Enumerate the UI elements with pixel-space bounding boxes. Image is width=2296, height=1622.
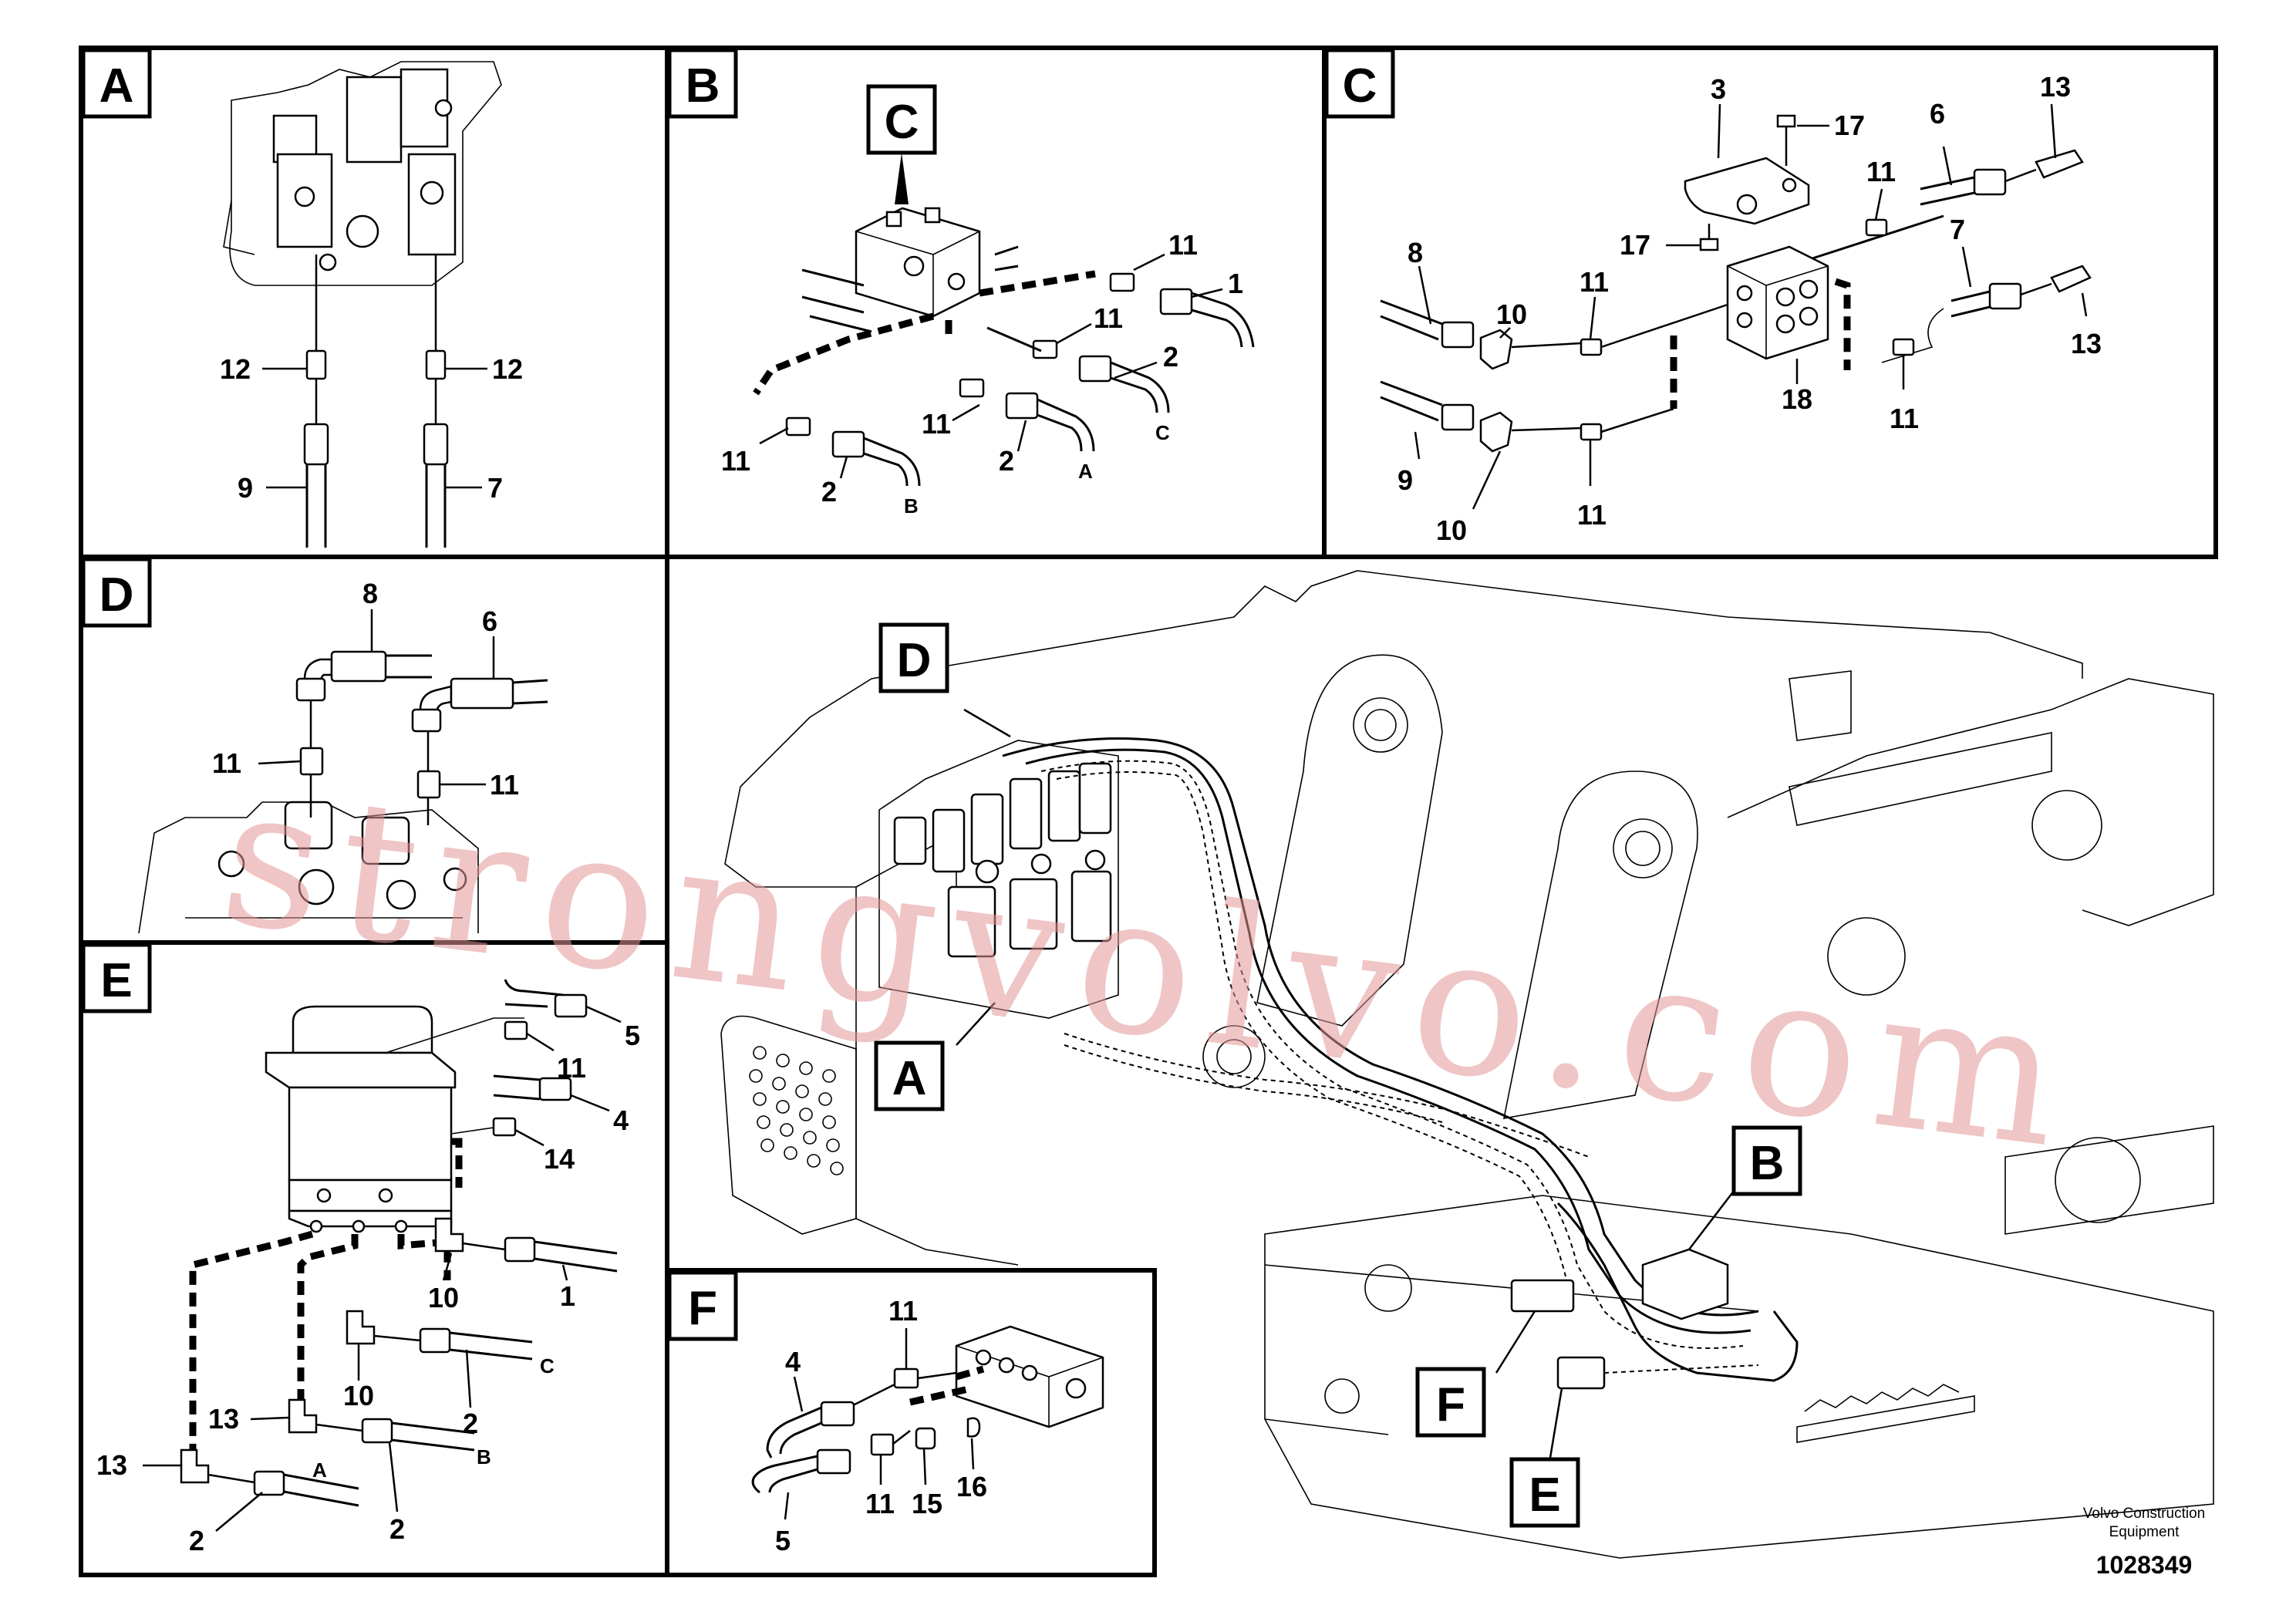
callout-e-11: 11 [557, 1052, 586, 1084]
callout-e-13-lower: 13 [96, 1449, 127, 1481]
svg-text:E: E [1529, 1469, 1560, 1522]
callout-f-15: 15 [912, 1488, 942, 1519]
svg-text:A: A [892, 1052, 927, 1105]
callout-c-18: 18 [1782, 383, 1812, 415]
panel-tag-d: D [81, 557, 152, 628]
callout-e-10-upper: 10 [428, 1282, 459, 1313]
callout-b-11-b: 11 [1094, 302, 1123, 334]
panel-a-drawing [223, 61, 502, 548]
svg-text:C: C [1343, 59, 1377, 113]
callout-d-11-right: 11 [490, 769, 519, 801]
callout-b-2-c: 2 [821, 476, 837, 508]
panel-b-frame [665, 46, 1327, 559]
callout-c-17-left: 17 [1620, 229, 1650, 261]
callout-c-13-top: 13 [2040, 71, 2071, 103]
brand-line-2: Equipment [2109, 1524, 2180, 1540]
callout-c-8: 8 [1408, 237, 1423, 268]
svg-text:F: F [688, 1282, 717, 1335]
panel-f-drawing [751, 1325, 1104, 1520]
hose-end-label-e-b: B [477, 1445, 491, 1469]
callout-e-4: 4 [613, 1104, 629, 1136]
svg-text:A: A [99, 59, 134, 113]
overview-tag-f: F [1415, 1367, 1486, 1438]
callout-a-9: 9 [238, 472, 253, 504]
panel-tag-e: E [81, 943, 152, 1013]
callout-e-13-upper: 13 [208, 1403, 239, 1435]
hose-end-label-e-a: A [312, 1458, 327, 1482]
callout-b-11-a: 11 [1168, 229, 1198, 261]
overview-tag-b: B [1731, 1125, 1802, 1196]
panel-tag-b: B [667, 48, 738, 119]
panel-c-frame [1322, 46, 2218, 559]
callout-f-5: 5 [775, 1525, 791, 1556]
callout-b-11-d: 11 [721, 445, 750, 477]
callout-e-10-lower: 10 [343, 1380, 374, 1411]
callout-c-11-upper-left: 11 [1580, 266, 1609, 298]
callout-e-1: 1 [560, 1280, 575, 1312]
callout-f-16: 16 [956, 1471, 987, 1502]
callout-c-3: 3 [1711, 73, 1726, 105]
callout-c-11-lower: 11 [1577, 499, 1607, 531]
part-number: 1028349 [2096, 1551, 2193, 1579]
callout-c-13-right: 13 [2071, 328, 2102, 359]
svg-text:E: E [100, 954, 132, 1007]
callout-c-10-lower: 10 [1436, 514, 1467, 546]
panel-e-drawing [143, 979, 622, 1532]
svg-text:D: D [897, 634, 932, 687]
callout-d-8: 8 [362, 578, 378, 609]
svg-text:B: B [1750, 1137, 1785, 1190]
panel-b-callout-tag-c: C [866, 84, 937, 204]
callout-d-6: 6 [482, 605, 497, 637]
overview-tag-a: A [874, 1040, 945, 1111]
callout-c-6: 6 [1930, 98, 1945, 130]
callout-c-11-right: 11 [1890, 403, 1919, 434]
callout-e-5: 5 [625, 1020, 640, 1051]
hose-end-label-e-c: C [540, 1354, 555, 1378]
panel-c-drawing [1380, 103, 2092, 510]
callout-e-14: 14 [544, 1143, 575, 1175]
hose-end-label-b-b: B [904, 494, 919, 518]
callout-a-12-left: 12 [220, 353, 251, 385]
callout-c-9: 9 [1397, 464, 1413, 496]
callout-e-2-a: 2 [189, 1525, 204, 1556]
svg-text:C: C [885, 96, 919, 149]
callout-e-2-b: 2 [389, 1513, 405, 1545]
svg-text:B: B [686, 59, 720, 113]
callout-d-11-left: 11 [212, 747, 241, 779]
callout-c-11-top: 11 [1866, 156, 1896, 187]
callout-c-7: 7 [1950, 214, 1965, 245]
callout-b-11-c: 11 [922, 408, 951, 440]
callout-c-10-upper: 10 [1496, 298, 1527, 330]
callout-b-2-b: 2 [999, 445, 1014, 477]
callout-a-7: 7 [487, 472, 503, 504]
callout-b-2-a: 2 [1163, 341, 1178, 373]
brand-line-1: Volvo Construction [2083, 1506, 2205, 1522]
svg-text:F: F [1436, 1378, 1465, 1431]
panel-tag-a: A [81, 48, 152, 119]
callout-f-11-upper: 11 [888, 1295, 918, 1327]
panel-b-drawing [753, 207, 1255, 487]
panel-e-frame [79, 940, 669, 1577]
callout-b-1: 1 [1228, 268, 1243, 299]
hose-end-label-b-a: A [1078, 460, 1093, 483]
overview-tag-d: D [878, 622, 949, 693]
panel-tag-f: F [667, 1270, 738, 1341]
svg-text:D: D [99, 568, 134, 622]
panel-f-frame [665, 1268, 1157, 1577]
callout-f-4: 4 [785, 1346, 801, 1378]
panel-tag-c: C [1324, 48, 1395, 119]
panel-d-drawing [138, 609, 548, 934]
callout-a-12-right: 12 [492, 353, 523, 385]
overview-drawing [720, 570, 2214, 1559]
callout-c-17-top: 17 [1834, 110, 1865, 141]
overview-tag-e: E [1509, 1457, 1580, 1528]
hose-end-label-b-c: C [1155, 421, 1170, 444]
callout-f-11-lower: 11 [865, 1488, 895, 1519]
callout-e-2-c: 2 [463, 1408, 478, 1439]
